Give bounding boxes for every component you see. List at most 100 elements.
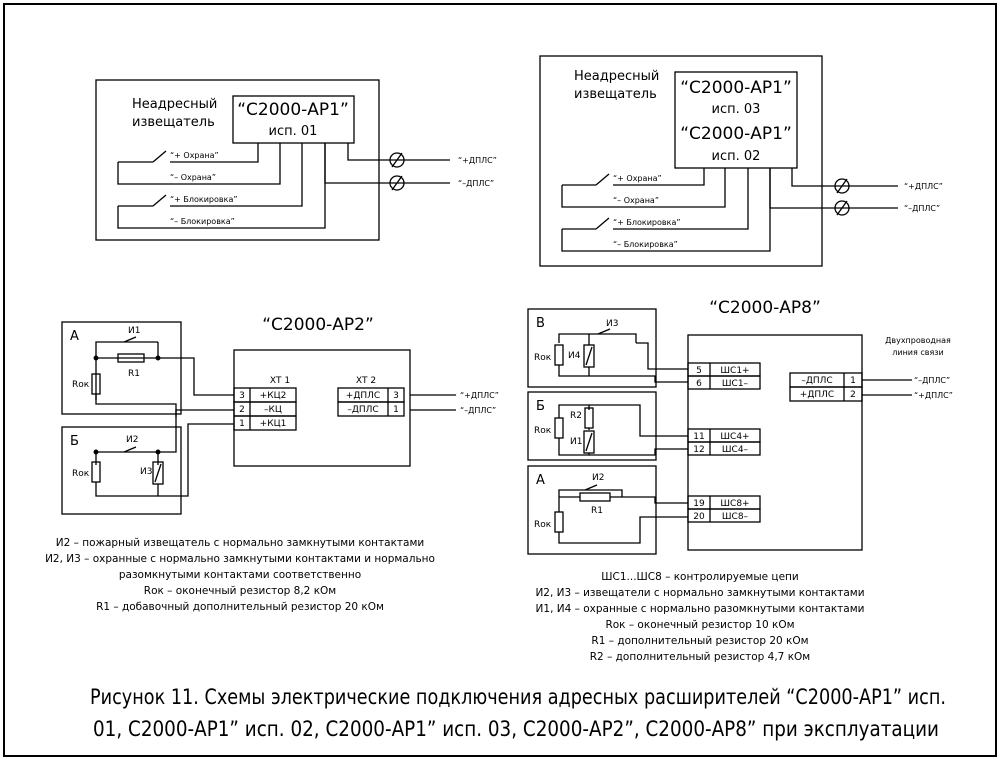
scheme4-line-plus: “+ДПЛС”	[914, 391, 953, 400]
ar8-terminal-label: ШС1+	[720, 366, 749, 376]
scheme4-note-3: И1, И4 – охранные с нормально разомкнуты…	[536, 603, 865, 615]
ar8-terminal-row: 11 ШС4+	[687, 428, 761, 443]
scheme3-note-5: R1 – добавочный дополнительный резистор …	[96, 601, 384, 613]
scheme1-label-line-minus: “–ДПЛС”	[458, 179, 494, 188]
ar8-line-terminal-label: +ДПЛС	[800, 390, 834, 400]
scheme2-detector-line2: извещатель	[574, 87, 657, 102]
scheme4-rok-v-resistor	[554, 344, 564, 366]
scheme3-i2-switch	[123, 446, 137, 453]
scheme2-label-line-plus: “+ДПЛС”	[904, 182, 943, 191]
scheme2-guard-plus-wire	[562, 168, 705, 186]
ar8-line-terminal-num: 1	[850, 376, 856, 386]
scheme3-loop-b-label: Б	[70, 434, 79, 449]
scheme3-xt2-label: ХТ 2	[356, 376, 376, 386]
scheme4-i2-label: И2	[592, 473, 604, 483]
scheme3-line-plus: “+ДПЛС”	[460, 391, 499, 400]
scheme2-label-guard-minus: “– Охрана”	[613, 196, 659, 205]
scheme3-line-wires	[410, 394, 456, 411]
scheme3-title: “С2000-АР2”	[262, 315, 374, 335]
scheme1-terminal-plus	[389, 152, 405, 168]
ar8-line-terminal-row: –ДПЛС 1	[789, 372, 863, 388]
scheme4-line-wires	[862, 379, 912, 396]
scheme4-i4-label: И4	[568, 351, 581, 361]
xt2-terminal-label: –ДПЛС	[347, 405, 378, 415]
scheme3-loop-b-frame	[61, 426, 182, 515]
scheme2-label-guard-plus: “+ Охрана”	[613, 174, 662, 183]
scheme3-notes: И2 – пожарный извещатель с нормально зам…	[45, 537, 435, 613]
caption-line-2: 01, С2000-АР1” исп. 02, С2000-АР1” исп. …	[93, 717, 939, 741]
scheme1-line-minus-wire	[324, 143, 450, 184]
scheme-ar2: “С2000-АР2” А И1 R1 Rок Б И2 И3 Rок	[45, 315, 499, 613]
scheme4-line-table: –ДПЛС 1 +ДПЛС 2	[789, 372, 863, 402]
ar8-terminal-num: 11	[693, 432, 704, 442]
scheme1-label-guard-minus: “– Охрана”	[170, 173, 216, 182]
scheme2-detector-line1: Неадресный	[574, 69, 659, 84]
scheme1-detector-line1: Неадресный	[132, 97, 217, 112]
caption-line-1: Рисунок 11. Схемы электрические подключе…	[90, 685, 946, 709]
ar8-terminal-num: 5	[696, 366, 702, 376]
scheme3-note-4: Rок – оконечный резистор 8,2 кОм	[144, 585, 336, 597]
scheme4-rok-b-label: Rок	[534, 426, 552, 436]
scheme1-guard-plus-wire	[118, 143, 259, 163]
scheme4-rok-b-resistor	[554, 417, 564, 439]
ar8-terminal-num: 19	[693, 499, 705, 509]
ar8-terminal-label: ШС4–	[722, 445, 749, 455]
scheme1-block-plus-wire	[118, 143, 303, 207]
scheme3-note-3: разомкнутыми контактами соответственно	[119, 569, 361, 581]
scheme2-guard-minus-wire	[561, 168, 726, 208]
scheme2-device-variant-a: исп. 03	[712, 102, 761, 117]
xt1-terminal-label: –КЦ	[264, 405, 282, 415]
scheme1-detector-line2: извещатель	[132, 115, 215, 130]
scheme4-loop-v-frame	[527, 308, 657, 388]
xt1-terminal-row: 3 +КЦ2	[233, 387, 297, 403]
page-border	[3, 3, 997, 757]
scheme1-label-block-minus: “– Блокировка”	[170, 217, 235, 226]
ar8-terminal-label: ШС4+	[720, 432, 749, 442]
scheme2-label-line-minus: “–ДПЛС”	[904, 204, 940, 213]
scheme1-guard-minus-wire	[117, 143, 281, 185]
scheme4-r1-label: R1	[591, 506, 603, 516]
scheme1-label-block-plus: “+ Блокировка”	[170, 195, 237, 204]
ar8-line-terminal-row: +ДПЛС 2	[789, 386, 863, 402]
scheme3-device-box	[233, 349, 411, 467]
scheme1-label-guard-plus: “+ Охрана”	[170, 151, 219, 160]
ar8-line-terminal-num: 2	[850, 390, 856, 400]
ar8-line-terminal-label: –ДПЛС	[801, 376, 832, 386]
scheme4-notes: ШС1...ШС8 – контролируемые цепи И2, И3 –…	[535, 571, 864, 663]
scheme3-r1-label: R1	[128, 369, 140, 379]
scheme-ar1-v01: Неадресный извещатель “С2000-АР1” исп. 0…	[95, 79, 497, 241]
scheme4-line-caption-2: линия связи	[892, 348, 943, 357]
scheme4-rok-v-label: Rок	[534, 353, 552, 363]
scheme3-loop-a-frame	[61, 321, 182, 415]
scheme3-rok-b-label: Rок	[72, 469, 90, 479]
scheme4-r2-resistor	[584, 407, 594, 429]
ar8-terminal-num: 20	[693, 512, 705, 522]
xt1-terminal-row: 2–КЦ	[233, 401, 297, 417]
scheme4-note-6: R2 – дополнительный резистор 4,7 кОм	[590, 651, 810, 663]
xt1-terminal-label: +КЦ2	[260, 391, 287, 401]
scheme4-i2-switch	[584, 484, 598, 491]
scheme3-i1-label: И1	[128, 326, 140, 336]
xt1-terminal-num: 1	[239, 419, 245, 429]
scheme1-line-plus-wire	[347, 143, 450, 161]
scheme4-loop-b-frame	[527, 391, 657, 461]
scheme4-title: “С2000-АР8”	[709, 298, 821, 318]
scheme4-line-caption-1: Двухпроводная	[885, 336, 951, 345]
scheme3-note-2: И2, И3 – охранные с нормально замкнутыми…	[45, 553, 435, 565]
scheme4-loop-a-frame	[527, 465, 657, 555]
xt1-terminal-num: 3	[239, 391, 245, 401]
scheme2-device-name-b: “С2000-АР1”	[680, 124, 792, 144]
scheme3-line-minus: “–ДПЛС”	[460, 406, 496, 415]
scheme1-device-name: “С2000-АР1”	[237, 100, 349, 120]
scheme3-r1-resistor	[117, 353, 145, 363]
